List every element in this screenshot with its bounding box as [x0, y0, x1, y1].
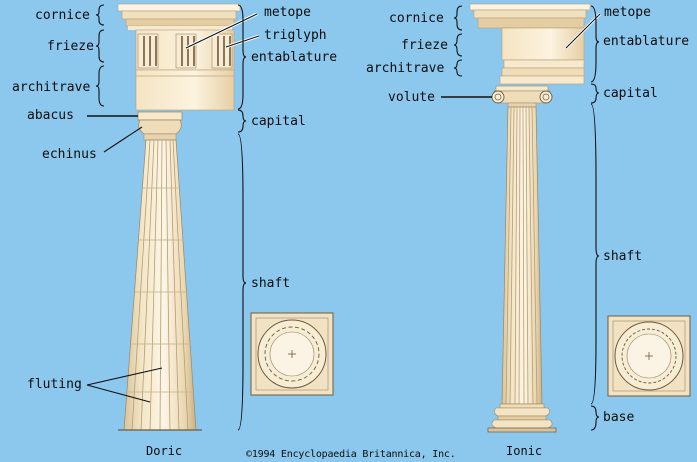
doric-entablature-label: entablature [251, 50, 338, 65]
ionic-frieze-label: frieze [401, 38, 448, 53]
ionic-column [469, 3, 591, 433]
doric-fluting-label: fluting [27, 377, 82, 392]
doric-capital-label: capital [251, 114, 306, 129]
doric-shaft-label: shaft [251, 276, 291, 291]
doric-frieze [135, 29, 235, 71]
ionic-metope-label: metope [604, 5, 651, 20]
doric-architrave [135, 69, 235, 111]
ionic-shaft-label: shaft [603, 249, 643, 264]
ionic-flutes [505, 106, 538, 405]
doric-plan-view [250, 312, 334, 396]
doric-architrave-label: architrave [12, 80, 91, 95]
ionic-volute-label: volute [388, 90, 435, 105]
doric-echinus [138, 119, 182, 135]
ionic-cornice [469, 3, 591, 29]
doric-triglyph-label: triglyph [264, 28, 327, 43]
ionic-annotations [441, 5, 602, 431]
ionic-architrave-label: architrave [366, 61, 445, 76]
ionic-plan-view [607, 315, 691, 397]
doric-frieze-label: frieze [47, 39, 94, 54]
ionic-entablature-label: entablature [603, 34, 690, 49]
doric-caption: Doric [146, 444, 183, 458]
ionic-capital-label: capital [603, 86, 658, 101]
ionic-base [487, 403, 557, 433]
ionic-capital [491, 85, 553, 108]
doric-metope-label: metope [264, 5, 311, 20]
copyright-credit: ©1994 Encyclopaedia Britannica, Inc. [246, 449, 456, 460]
ionic-cornice-label: cornice [389, 11, 444, 26]
ionic-architrave [499, 59, 585, 85]
doric-abacus-label: abacus [27, 108, 74, 123]
doric-cornice-label: cornice [35, 8, 90, 23]
ionic-caption: Ionic [506, 444, 543, 458]
doric-echinus-label: echinus [42, 147, 97, 162]
doric-cornice [117, 3, 241, 30]
doric-abacus [137, 111, 183, 121]
doric-column [117, 3, 241, 431]
ionic-base-label: base [603, 410, 635, 425]
doric-annotations [86, 4, 260, 431]
